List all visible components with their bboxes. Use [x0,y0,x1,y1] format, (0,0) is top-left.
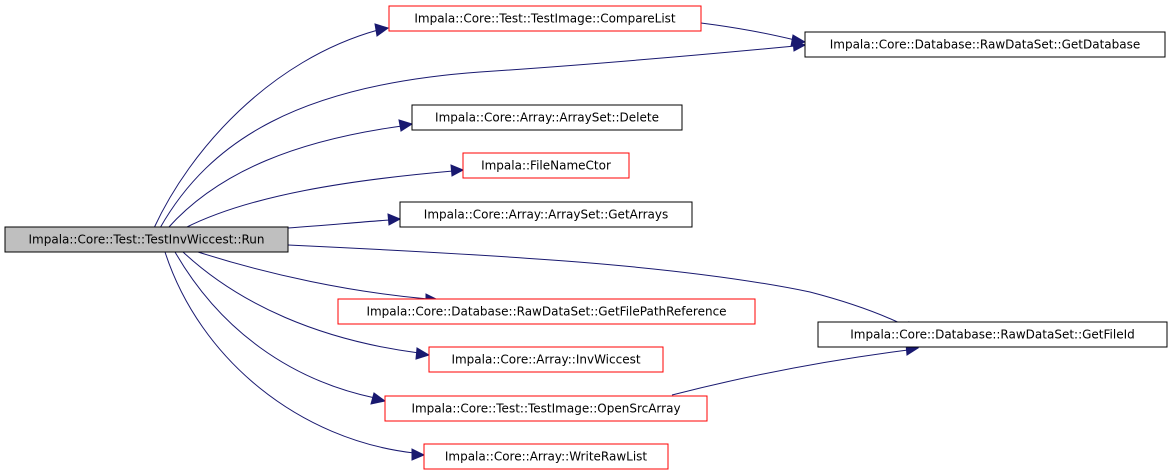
node-getdatabase-label: Impala::Core::Database::RawDataSet::GetD… [830,38,1141,52]
edges [153,22,920,461]
arrowhead-delete [398,119,414,132]
node-opensrcarray-label: Impala::Core::Test::TestImage::OpenSrcAr… [411,402,680,416]
node-comparelist-label: Impala::Core::Test::TestImage::CompareLi… [414,12,676,26]
edge-run-to-comparelist [153,29,379,229]
edge-comparelist-to-getdatabase [700,22,796,41]
edge-run-to-filenamector [184,170,454,229]
node-getfilepathreference[interactable]: Impala::Core::Database::RawDataSet::GetF… [337,298,756,325]
edge-run-to-invwiccest [182,251,420,354]
edge-run-to-getfileid [287,244,909,328]
node-arrayset-delete-label: Impala::Core::Array::ArraySet::Delete [435,111,659,125]
node-getarrays[interactable]: Impala::Core::Array::ArraySet::GetArrays [399,201,693,228]
arrowhead-invwiccest [415,347,431,360]
edge-opensrcarray-to-getfileid [671,349,909,396]
node-getarrays-label: Impala::Core::Array::ArraySet::GetArrays [424,208,668,222]
arrowhead-getarrays [387,213,402,226]
node-invwiccest[interactable]: Impala::Core::Array::InvWiccest [428,346,664,373]
node-getdatabase[interactable]: Impala::Core::Database::RawDataSet::GetD… [804,31,1166,58]
edge-run-to-delete [167,125,403,229]
node-comparelist[interactable]: Impala::Core::Test::TestImage::CompareLi… [388,5,702,32]
arrowhead-filenamector [450,164,465,177]
arrowhead-getdatabase-from-comparelist [790,34,807,47]
arrowhead-writerawlist [411,448,426,461]
edge-run-to-opensrcarray [174,251,376,399]
edge-run-to-getdatabase [159,45,796,229]
node-root-label: Impala::Core::Test::TestInvWiccest::Run [29,233,265,247]
node-invwiccest-label: Impala::Core::Array::InvWiccest [451,353,640,367]
node-arrayset-delete[interactable]: Impala::Core::Array::ArraySet::Delete [411,104,683,131]
node-root-run: Impala::Core::Test::TestInvWiccest::Run [4,226,289,253]
edge-run-to-getfilepathreference [197,251,429,300]
node-getfilepathreference-label: Impala::Core::Database::RawDataSet::GetF… [366,305,726,319]
node-getfileid[interactable]: Impala::Core::Database::RawDataSet::GetF… [817,321,1168,348]
edge-run-to-writerawlist [164,251,415,454]
node-filenamector[interactable]: Impala::FileNameCtor [462,152,630,179]
edge-run-to-getarrays [287,219,391,229]
nodes: Impala::Core::Test::TestInvWiccest::Run … [4,5,1168,470]
node-writerawlist[interactable]: Impala::Core::Array::WriteRawList [423,443,669,470]
node-getfileid-label: Impala::Core::Database::RawDataSet::GetF… [850,328,1134,342]
node-writerawlist-label: Impala::Core::Array::WriteRawList [445,450,648,464]
node-filenamector-label: Impala::FileNameCtor [481,159,611,173]
node-opensrcarray[interactable]: Impala::Core::Test::TestImage::OpenSrcAr… [384,395,708,422]
arrowhead-opensrcarray [370,392,387,405]
arrowhead-comparelist [374,23,390,37]
